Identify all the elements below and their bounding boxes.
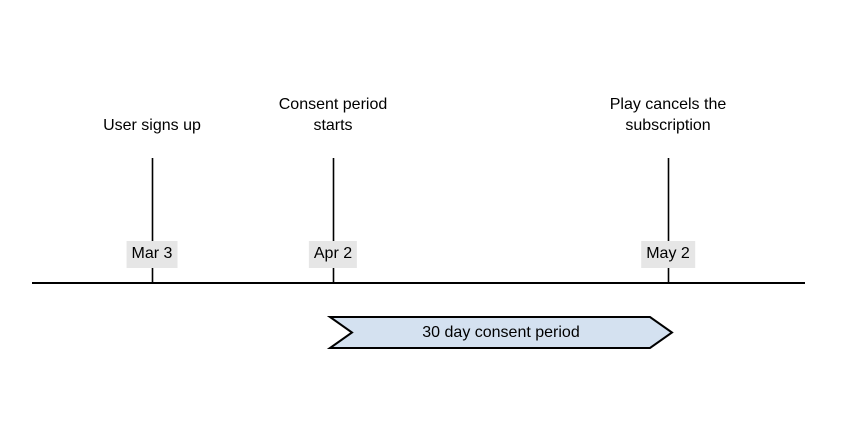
consent-period-band-shape	[326, 316, 674, 349]
event-date-play-cancels-subscription: May 2	[641, 241, 695, 268]
event-date-user-signs-up: Mar 3	[126, 241, 178, 268]
event-heading-play-cancels-subscription: Play cancels the subscription	[609, 96, 727, 134]
consent-period-band-label: 30 day consent period	[422, 324, 580, 341]
event-heading-user-signs-up: User signs up	[103, 117, 201, 134]
event-date-consent-period-starts: Apr 2	[308, 241, 358, 268]
event-heading-consent-period-starts: Consent period starts	[278, 96, 388, 134]
